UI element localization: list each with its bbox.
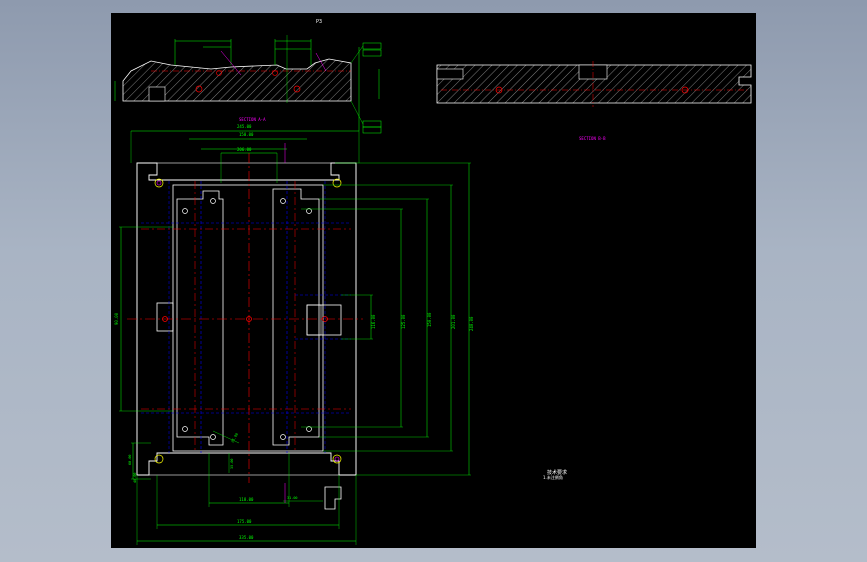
- top-dim-2: 150.00: [239, 132, 254, 137]
- section-view-a: [114, 35, 382, 134]
- side-dim-1: 116.00: [371, 314, 376, 329]
- side-dim-4: 201.00: [451, 314, 456, 329]
- small-dim-3: 31.00: [287, 496, 298, 500]
- side-dim-3: 150.00: [427, 312, 432, 327]
- plan-view: [127, 153, 363, 510]
- left-dimensions: 90.00 60.00 48.00: [114, 226, 173, 483]
- note-line-1: 技术要求: [547, 469, 567, 476]
- small-dim-5: 35.00: [230, 458, 234, 469]
- section-a-label: SECTION A-A: [239, 117, 266, 122]
- left-dim: 90.00: [114, 312, 119, 325]
- sheet-label: P3: [316, 19, 322, 25]
- overall-width: 335.00: [239, 535, 254, 540]
- side-dim-2: 125.00: [401, 314, 406, 329]
- section-b-label: SECTION B-B: [579, 136, 606, 141]
- cad-drawing-canvas[interactable]: P3 S: [111, 13, 756, 548]
- small-dim-2: 48.00: [133, 472, 137, 483]
- small-dim-1: 60.00: [128, 454, 132, 465]
- inner-width: 206.00: [237, 147, 252, 152]
- small-dim-4: 25.00: [230, 432, 239, 443]
- top-dim-1: 245.00: [237, 124, 252, 129]
- side-dim-5: 240.00: [469, 316, 474, 331]
- bottom-dimensions: 335.00 175.00 118.00 31.00: [136, 143, 357, 545]
- right-dimensions: 240.00 201.00 150.00 125.00 116.00: [301, 162, 474, 476]
- section-view-b: SECTION B-B: [436, 61, 752, 141]
- note-line-2: 1.未注倒角: [543, 474, 563, 480]
- drawing-viewport[interactable]: P3 S: [111, 13, 756, 548]
- bottom-dim-2: 175.00: [237, 519, 252, 524]
- bottom-dim-1: 118.00: [239, 497, 254, 502]
